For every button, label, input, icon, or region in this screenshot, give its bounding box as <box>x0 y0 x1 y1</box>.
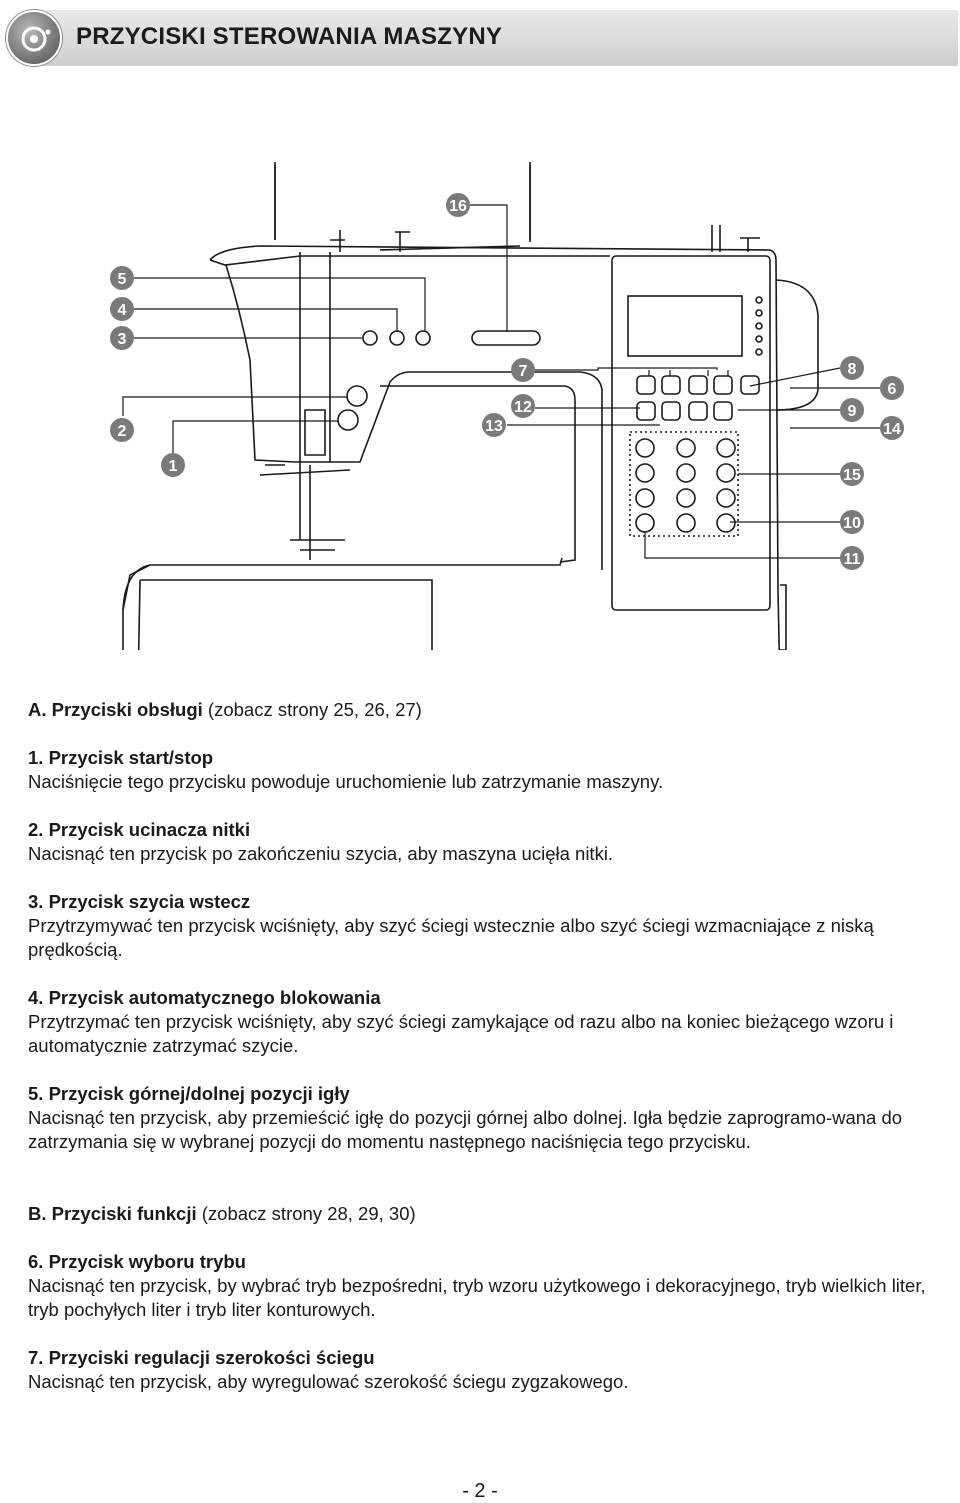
page-header: PRZYCISKI STEROWANIA MASZYNY <box>6 10 958 66</box>
content: A. Przyciski obsługi (zobacz strony 25, … <box>28 698 958 1394</box>
sewing-machine-drawing: 16 5 4 3 2 1 7 12 13 8 6 9 14 15 10 11 <box>110 162 904 703</box>
callout-7: 7 <box>519 363 528 380</box>
callout-4: 4 <box>118 302 127 319</box>
page-title: PRZYCISKI STEROWANIA MASZYNY <box>76 23 503 50</box>
callout-13: 13 <box>485 418 503 435</box>
callout-16: 16 <box>449 198 467 215</box>
item-stitch-width: 7. Przyciski regulacji szerokości ściegu… <box>28 1347 629 1392</box>
item-needle-position: 5. Przycisk górnej/dolnej pozycji igły N… <box>28 1083 903 1152</box>
item-thread-cutter: 2. Przycisk ucinacza nitki Nacisnąć ten … <box>28 819 614 864</box>
item-start-stop: 1. Przycisk start/stop Naciśnięcie tego … <box>28 747 664 792</box>
item-reverse: 3. Przycisk szycia wstecz Przytrzymywać … <box>28 891 874 960</box>
callout-3: 3 <box>118 331 127 348</box>
section-a-heading: A. Przyciski obsługi (zobacz strony 25, … <box>28 699 422 720</box>
section-badge-icon <box>6 10 62 66</box>
item-auto-lock: 4. Przycisk automatycznego blokowania Pr… <box>28 987 894 1056</box>
callout-11: 11 <box>844 551 861 568</box>
callout-5: 5 <box>118 271 127 288</box>
callout-12: 12 <box>514 399 532 416</box>
callout-9: 9 <box>848 403 857 420</box>
callout-14: 14 <box>883 421 901 438</box>
callout-8: 8 <box>848 361 857 378</box>
callout-2: 2 <box>118 423 127 440</box>
page-number: - 2 - <box>462 1480 498 1502</box>
item-mode-select: 6. Przycisk wyboru trybu Nacisnąć ten pr… <box>28 1251 926 1320</box>
section-b-heading: B. Przyciski funkcji (zobacz strony 28, … <box>28 1203 416 1224</box>
callout-15: 15 <box>843 467 861 484</box>
sewing-machine-diagram: 16 5 4 3 2 1 7 12 13 8 6 9 14 15 10 11 <box>0 70 960 703</box>
callout-1: 1 <box>169 458 178 475</box>
callout-10: 10 <box>843 515 861 532</box>
callout-6: 6 <box>888 381 897 398</box>
